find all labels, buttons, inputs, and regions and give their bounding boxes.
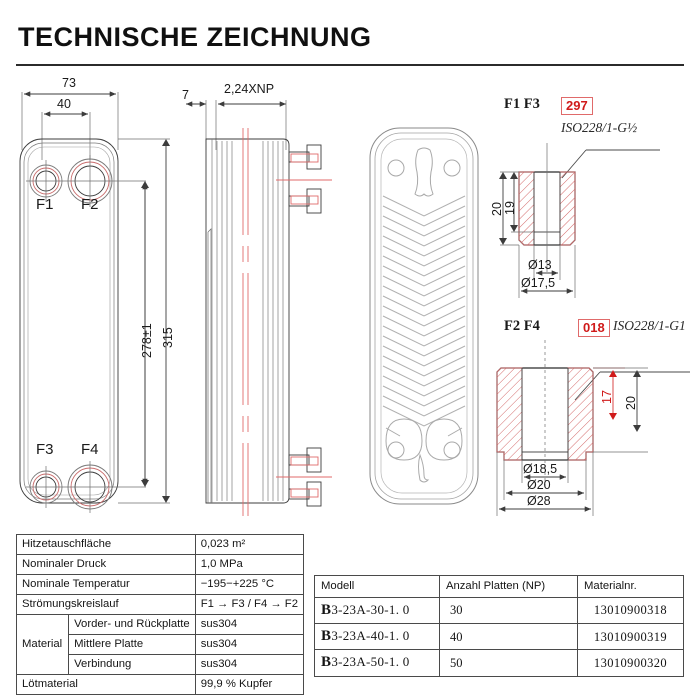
table-row: Nominale Temperatur −195−+225 °C <box>16 573 305 595</box>
table-row: B3-23A-50-1. 0 50 13010900320 <box>314 649 684 677</box>
spec-key: Nominaler Druck <box>16 553 196 575</box>
material-value: sus304 <box>194 613 305 635</box>
dim-port-spacing: 40 <box>57 97 71 111</box>
fitting-top-thread: ISO228/1-G½ <box>561 120 638 135</box>
page-title: TECHNISCHE ZEICHNUNG <box>18 22 372 52</box>
material-key: Verbindung <box>68 653 196 675</box>
model-code: B3-23A-50-1. 0 <box>314 649 440 677</box>
port-label-f3: F3 <box>36 441 54 458</box>
spec-value: 1,0 MPa <box>194 553 305 575</box>
dim-pack-thickness: 2,24XNP <box>224 82 275 96</box>
dim-fitting-bottom-dia-mid: Ø20 <box>527 478 551 492</box>
fitting-bottom-code: 018 <box>578 319 610 337</box>
model-plates: 50 <box>438 649 579 677</box>
dim-fitting-top-height-inner: 19 <box>503 201 517 215</box>
dim-height-ports: 278±1 <box>140 323 154 358</box>
model-table: Modell Anzahl Platten (NP) Materialnr. B… <box>314 575 684 677</box>
table-row: Nominaler Druck 1,0 MPa <box>16 553 305 575</box>
table-row: B3-23A-40-1. 0 40 13010900319 <box>314 623 684 651</box>
model-material-no: 13010900318 <box>577 596 684 625</box>
table-row: Material Vorder- und Rückplatte sus304 <box>15 613 305 675</box>
dim-height-overall: 315 <box>161 327 175 348</box>
model-header-model: Modell <box>314 575 440 598</box>
fitting-top-code: 297 <box>561 97 593 115</box>
dim-fitting-top-dia-outer: Ø17,5 <box>521 276 556 290</box>
model-code: B3-23A-30-1. 0 <box>314 596 440 625</box>
spec-value: −195−+225 °C <box>194 573 305 595</box>
model-material-no: 13010900320 <box>577 649 684 677</box>
material-key: Mittlere Platte <box>68 633 196 655</box>
model-material-no: 13010900319 <box>577 623 684 651</box>
model-plates: 40 <box>438 623 579 651</box>
dim-fitting-bottom-dia-inner: Ø18,5 <box>523 462 558 476</box>
dim-fitting-top-dia-inner: Ø13 <box>528 258 552 272</box>
model-code: B3-23A-40-1. 0 <box>314 623 440 651</box>
dim-fitting-bottom-height-red: 17 <box>600 390 614 404</box>
dim-width-overall: 73 <box>62 76 76 90</box>
port-label-f2: F2 <box>81 196 99 213</box>
fitting-bottom-ports: F2 F4 <box>504 318 540 334</box>
material-value: sus304 <box>194 633 305 655</box>
material-key: Vorder- und Rückplatte <box>68 613 196 635</box>
dim-fitting-bottom-height-outer: 20 <box>624 396 638 410</box>
model-header-material-no: Materialnr. <box>577 575 684 598</box>
spec-key: Nominale Temperatur <box>16 573 196 595</box>
table-row: Mittlere Platte sus304 <box>17 633 305 655</box>
fitting-top-ports: F1 F3 <box>504 96 540 112</box>
table-header-row: Modell Anzahl Platten (NP) Materialnr. <box>314 575 684 598</box>
port-label-f1: F1 <box>36 196 54 213</box>
model-plates: 30 <box>438 596 579 625</box>
solder-value: 99,9 % Kupfer <box>194 673 305 695</box>
model-header-plates: Anzahl Platten (NP) <box>438 575 579 598</box>
dim-fitting-top-height-outer: 20 <box>490 202 504 216</box>
table-row: Verbindung sus304 <box>17 653 305 675</box>
spec-key: Strömungskreislauf <box>16 593 196 615</box>
spec-value: 0,023 m² <box>194 534 305 555</box>
title-divider <box>16 64 684 66</box>
port-label-f4: F4 <box>81 441 99 458</box>
dim-fitting-bottom-dia-outer: Ø28 <box>527 494 551 508</box>
material-value: sus304 <box>194 653 305 675</box>
spec-value: F1 → F3 / F4 → F2 <box>194 593 305 615</box>
dim-plate-pack-start: 7 <box>182 88 189 102</box>
table-row: Strömungskreislauf F1 → F3 / F4 → F2 <box>16 593 305 615</box>
solder-key: Lötmaterial <box>16 673 196 695</box>
material-group-label: Material <box>15 613 70 675</box>
table-row: B3-23A-30-1. 0 30 13010900318 <box>314 596 684 625</box>
fitting-bottom-thread: ISO228/1-G1 <box>613 318 686 333</box>
specification-table: Hitzetauschfläche 0,023 m² Nominaler Dru… <box>15 534 305 695</box>
table-row: Lötmaterial 99,9 % Kupfer <box>16 673 305 695</box>
table-row: Hitzetauschfläche 0,023 m² <box>16 534 305 555</box>
spec-key: Hitzetauschfläche <box>16 534 196 555</box>
